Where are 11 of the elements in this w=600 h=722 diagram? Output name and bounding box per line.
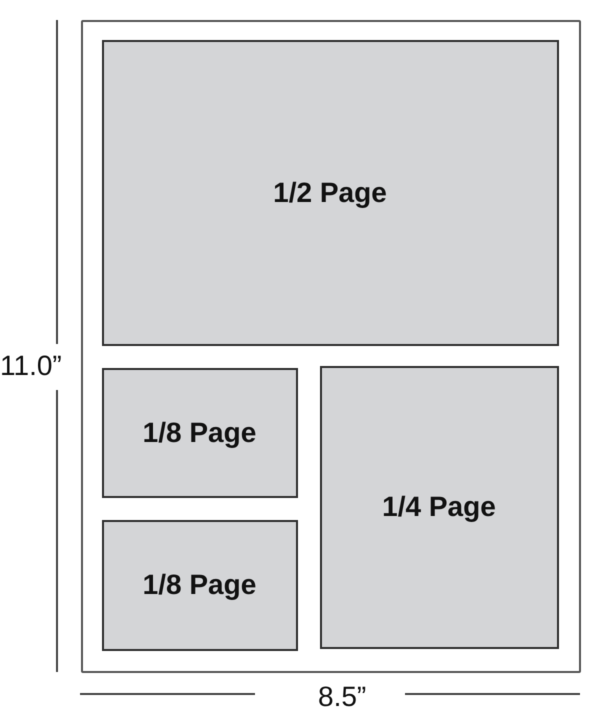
dimension-label: 11.0” bbox=[0, 352, 62, 380]
size-label: 1/8 Page bbox=[142, 569, 256, 601]
size-label: 1/8 Page bbox=[142, 416, 256, 448]
size-label: 1/2 Page bbox=[273, 176, 387, 208]
layout-block bbox=[102, 520, 298, 650]
page-outline bbox=[81, 20, 581, 673]
layout-block bbox=[102, 368, 298, 498]
size-label: 1/4 Page bbox=[382, 491, 496, 523]
dimension-label: 8.5” bbox=[318, 683, 366, 711]
layout-block bbox=[320, 366, 558, 648]
layout-block bbox=[102, 40, 558, 346]
